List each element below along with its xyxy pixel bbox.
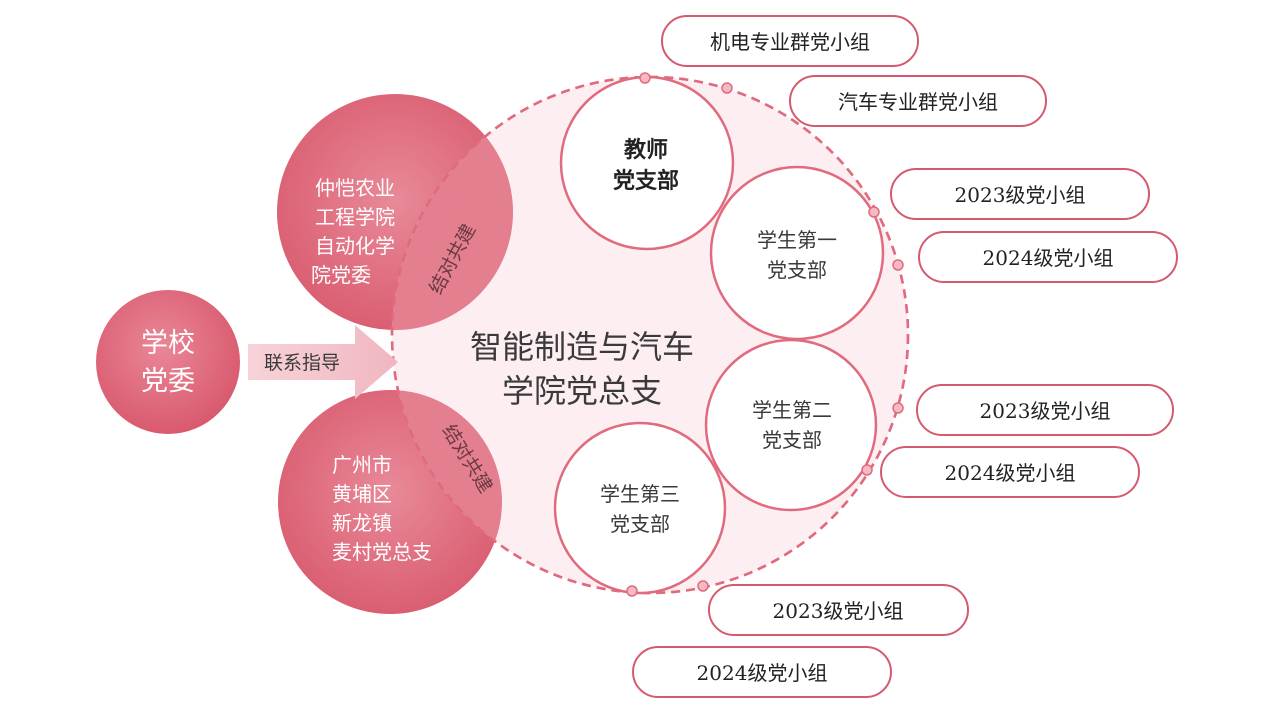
partner-bottom-line4: 麦村党总支 xyxy=(332,540,432,564)
group-pill-s2-2023-label: 2023级党小组 xyxy=(980,399,1111,423)
partner-bottom-text: 广州市 黄埔区 新龙镇 麦村党总支 xyxy=(332,453,432,564)
teacher-branch-line1: 教师 xyxy=(624,137,668,163)
connector-dot-s1-2024 xyxy=(892,259,904,271)
group-pill-s3-2024-label: 2024级党小组 xyxy=(697,661,828,685)
main-branch-title-line2: 学院党总支 xyxy=(502,372,662,410)
connector-dot-s2-2024 xyxy=(861,464,873,476)
group-pill-s1-2023-label: 2023级党小组 xyxy=(955,183,1086,207)
connector-dot-s3-2023 xyxy=(697,580,709,592)
connector-dot-s2-2023 xyxy=(892,402,904,414)
group-pill-s1-2023: 2023级党小组 xyxy=(890,168,1150,220)
student1-branch-line2: 党支部 xyxy=(767,258,827,282)
group-pill-s1-2024: 2024级党小组 xyxy=(918,231,1178,283)
connector-dot-electromech xyxy=(639,72,651,84)
group-pill-electromech: 机电专业群党小组 xyxy=(661,15,919,67)
connector-dot-s1-2023 xyxy=(868,206,880,218)
partner-top-line3: 自动化学 xyxy=(315,234,395,258)
group-pill-s2-2024: 2024级党小组 xyxy=(880,446,1140,498)
student2-branch-circle xyxy=(704,338,878,512)
group-pill-s3-2023: 2023级党小组 xyxy=(708,584,969,636)
group-pill-s1-2024-label: 2024级党小组 xyxy=(983,246,1114,270)
student3-branch-line1: 学生第三 xyxy=(600,482,680,506)
student2-branch-line2: 党支部 xyxy=(762,428,822,452)
group-pill-auto: 汽车专业群党小组 xyxy=(789,75,1047,127)
student3-branch-circle xyxy=(553,421,727,595)
connector-dot-s3-2024 xyxy=(626,585,638,597)
student1-branch-circle xyxy=(709,165,885,341)
guidance-arrow xyxy=(248,325,398,399)
school-committee-circle xyxy=(96,290,240,434)
group-pill-s3-2023-label: 2023级党小组 xyxy=(773,599,904,623)
student2-branch-line1: 学生第二 xyxy=(752,398,832,422)
connector-dot-auto xyxy=(721,82,733,94)
group-pill-s2-2024-label: 2024级党小组 xyxy=(945,461,1076,485)
partner-top-line1: 仲恺农业 xyxy=(315,176,395,200)
guidance-arrow-label: 联系指导 xyxy=(264,352,340,374)
teacher-branch-line2: 党支部 xyxy=(613,168,679,194)
partner-bottom-line1: 广州市 xyxy=(332,453,392,477)
partner-bottom-line3: 新龙镇 xyxy=(332,511,392,535)
group-pill-s2-2023: 2023级党小组 xyxy=(916,384,1174,436)
partner-bottom-line2: 黄埔区 xyxy=(332,482,392,506)
teacher-branch-circle xyxy=(559,75,735,251)
partner-top-line4: 院党委 xyxy=(311,263,371,287)
main-branch-title-line1: 智能制造与汽车 xyxy=(470,328,694,366)
group-pill-s3-2024: 2024级党小组 xyxy=(632,646,892,698)
group-pill-auto-label: 汽车专业群党小组 xyxy=(838,90,998,114)
group-pill-electromech-label: 机电专业群党小组 xyxy=(710,30,870,54)
school-committee-line2: 党委 xyxy=(141,366,195,397)
student3-branch-line2: 党支部 xyxy=(610,512,670,536)
school-committee-line1: 学校 xyxy=(141,328,195,359)
student1-branch-line1: 学生第一 xyxy=(757,228,837,252)
partner-top-line2: 工程学院 xyxy=(315,205,395,229)
partner-top-text: 仲恺农业 工程学院 自动化学 院党委 xyxy=(311,176,395,287)
